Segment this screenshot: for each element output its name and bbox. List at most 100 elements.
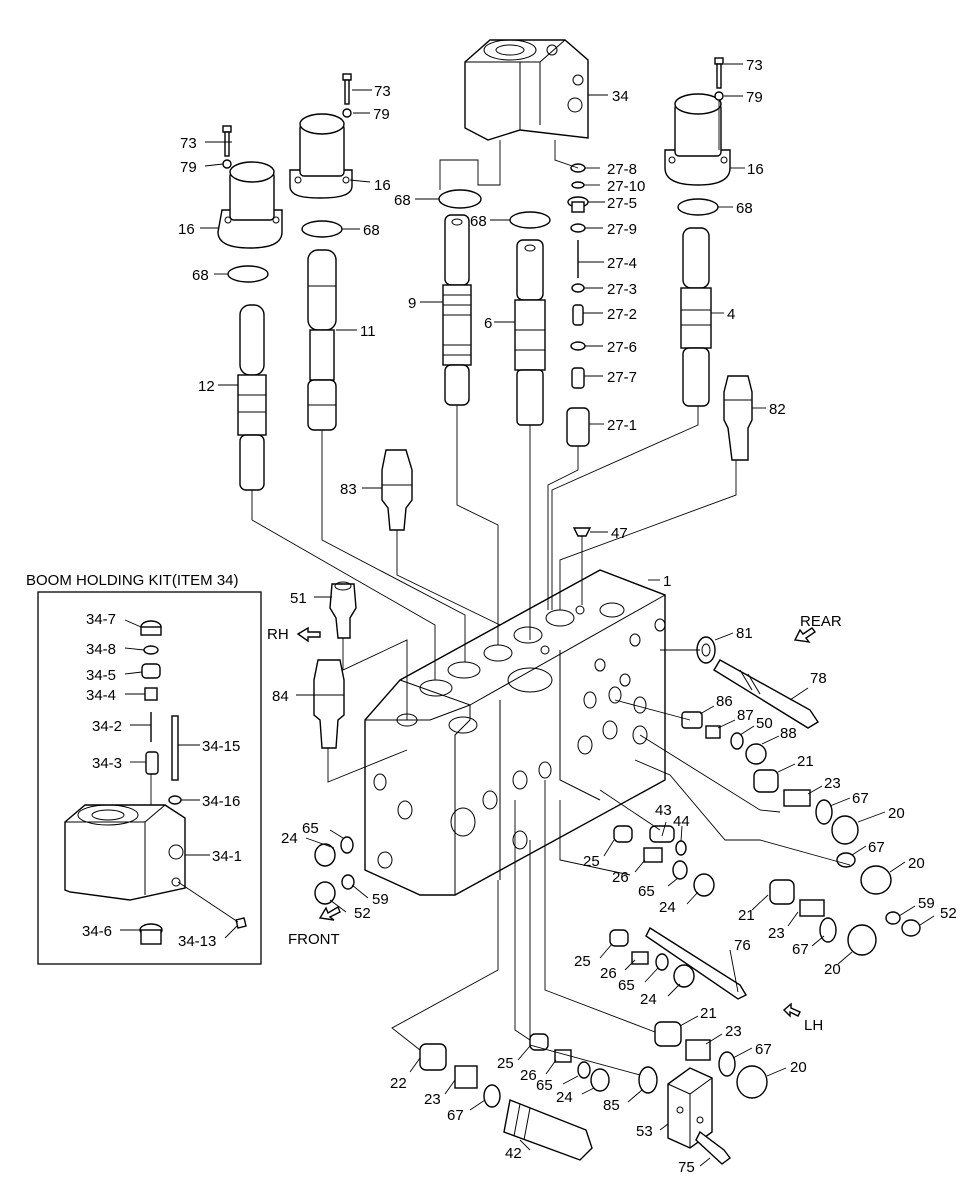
kit-callout-label: 34-2 [92,718,122,735]
callout-label: 16 [178,221,195,238]
part-16-right-solenoid [664,93,731,186]
callout-label: 9 [408,295,416,312]
kit-callout-label: 34-13 [178,933,216,950]
callout-label: 23 [824,775,841,792]
callout-label: 50 [756,715,773,732]
callout-label: 73 [374,83,391,100]
middle-row-25-26-65-24 [613,825,715,897]
orings-68 [227,189,719,283]
callout-label: 47 [611,525,628,542]
callout-label: 68 [363,222,380,239]
callout-label: 67 [447,1107,464,1124]
relief-valve-83 [381,449,413,531]
left-parts-24-65-52-59 [314,836,355,905]
callout-label: 51 [290,590,307,607]
callout-label: 79 [373,106,390,123]
block-53 [667,1067,713,1149]
callout-label: 27-3 [607,281,637,298]
callout-label: 82 [769,401,786,418]
parts-27-series [566,163,590,447]
callout-label: 20 [824,961,841,978]
callout-label: 24 [556,1089,573,1106]
parts-86-87-50-88 [681,711,767,765]
row-2-20-59-52 [836,852,921,937]
callout-label: 79 [180,159,197,176]
callout-label: 27-9 [607,221,637,238]
kit-callout-label: 34-3 [92,755,122,772]
callout-label: 84 [272,688,289,705]
callout-label: 67 [852,790,869,807]
sleeve-42 [503,1099,593,1161]
callout-label: 27-4 [607,255,637,272]
direction-front: FRONT [288,931,340,948]
callout-label: 73 [180,135,197,152]
callout-label: 23 [768,925,785,942]
callout-label: 25 [574,953,591,970]
lh-arrow-icon [782,1002,801,1018]
callout-label: 79 [746,89,763,106]
lower-row-25-26-65-24 [609,929,695,988]
callout-label: 16 [747,161,764,178]
rh-arrow-icon [296,626,321,643]
callout-label: 27-7 [607,369,637,386]
callout-label: 68 [470,213,487,230]
callout-label: 73 [746,57,763,74]
callout-label: 75 [678,1159,695,1176]
callout-label: 25 [497,1055,514,1072]
callout-label: 85 [603,1097,620,1114]
callout-label: 26 [600,965,617,982]
plug-47 [572,527,592,537]
kit-callout-label: 34-16 [202,793,240,810]
callout-label: 21 [700,1005,717,1022]
callout-label: 88 [780,725,797,742]
spool-11 [307,249,337,431]
callout-label: 68 [192,267,209,284]
callout-label: 26 [612,869,629,886]
direction-arrows [296,626,817,1018]
callout-label: 87 [737,707,754,724]
kit-callout-label: 34-8 [86,641,116,658]
callout-label: 23 [424,1091,441,1108]
callout-label: 52 [940,905,957,922]
callout-label: 59 [372,891,389,908]
callout-label: 67 [868,839,885,856]
front-arrow-icon [318,905,341,921]
callout-label: 34 [612,88,629,105]
spool-4 [680,227,712,407]
callout-label: 53 [636,1123,653,1140]
callout-label: 27-6 [607,339,637,356]
spool-6 [514,239,546,426]
bottom-row-21-23-67-20 [654,1021,768,1099]
kit-callout-label: 34-4 [86,687,116,704]
callout-label: 67 [792,941,809,958]
callout-label: 44 [673,813,690,830]
relief-valve-84 [313,659,345,749]
valve-body [364,569,667,896]
kit-callout-label: 34-7 [86,611,116,628]
callout-label: 65 [618,977,635,994]
part-34-boom-holding-block [464,39,589,141]
kit-callout-label: 34-5 [86,667,116,684]
direction-rh: RH [267,626,289,643]
direction-lh: LH [804,1017,823,1034]
callout-label: 67 [755,1041,772,1058]
row-1-21-23-67-20 [753,769,859,845]
callout-label: 27-8 [607,161,637,178]
callout-label: 43 [655,802,672,819]
callout-label: 52 [354,905,371,922]
callout-label: 68 [736,200,753,217]
callout-label: 76 [734,937,751,954]
kit-callout-label: 34-1 [212,848,242,865]
bolt-75 [695,1130,731,1165]
boom-holding-kit-inset [37,591,262,965]
callout-label: 20 [790,1059,807,1076]
rod-76 [645,926,747,1000]
callout-label: 26 [520,1067,537,1084]
callout-label: 24 [640,991,657,1008]
part-16-middle-solenoid [289,113,353,199]
callout-label: 59 [918,895,935,912]
part-16-left-solenoid [217,161,283,249]
callout-label: 16 [374,177,391,194]
